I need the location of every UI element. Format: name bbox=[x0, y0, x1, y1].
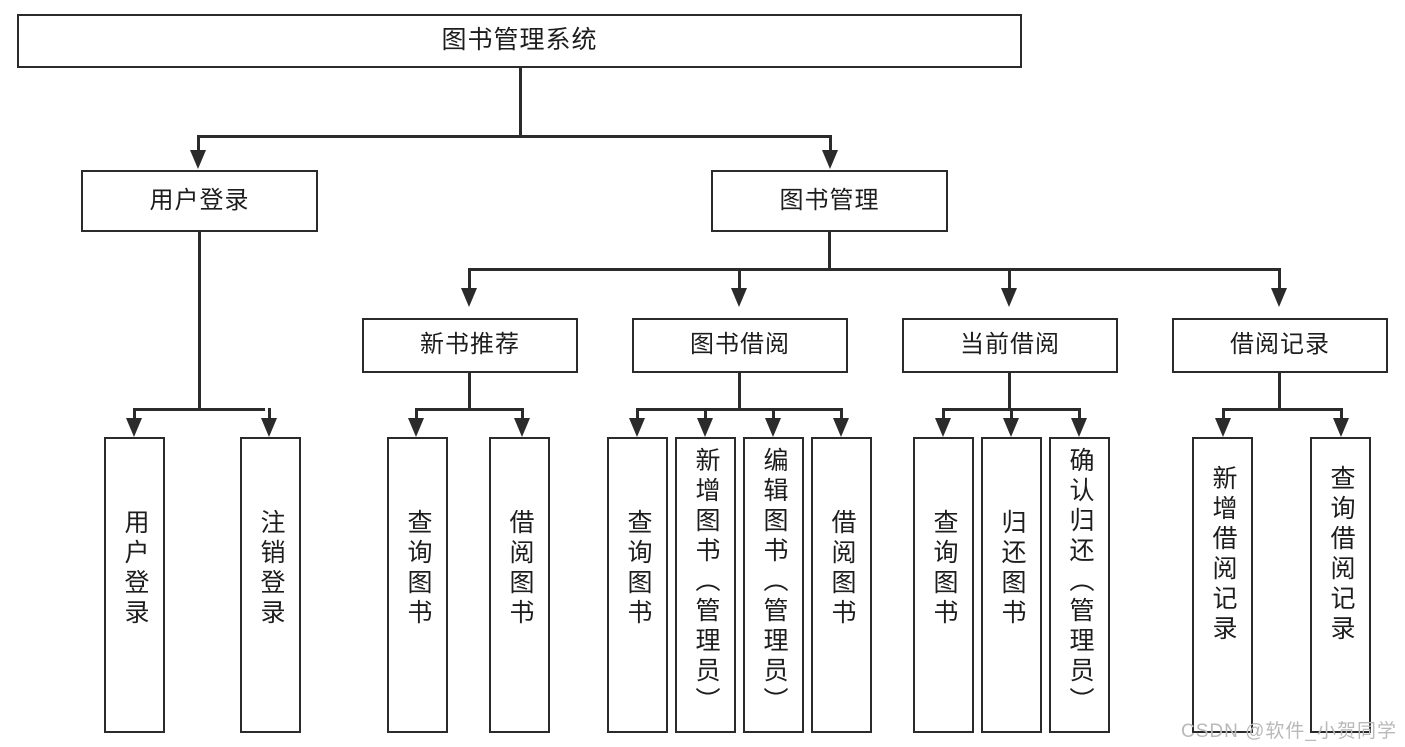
arrow-to-borrow-record bbox=[1271, 288, 1287, 307]
leaf-query-book-borrow[interactable]: 查询图书 bbox=[607, 437, 668, 733]
arrow-to-leaf-c2 bbox=[1003, 418, 1019, 437]
node-label: 用户登录 bbox=[149, 186, 250, 214]
edge-book-manage-stem bbox=[828, 232, 831, 270]
arrow-to-book-manage bbox=[822, 150, 838, 169]
leaf-query-borrow-record[interactable]: 查询借阅记录 bbox=[1310, 437, 1371, 733]
node-label: 图书借阅 bbox=[690, 331, 790, 359]
arrow-to-current-borrow bbox=[1001, 288, 1017, 307]
edge-bus-user-login bbox=[133, 408, 265, 411]
edge-current-borrow-stem bbox=[1008, 373, 1011, 410]
node-label: 图书管理 bbox=[779, 186, 880, 214]
edge-drop-leaf-b1 bbox=[636, 408, 639, 420]
edge-root-stem bbox=[519, 68, 522, 135]
edge-drop-leaf-n2 bbox=[521, 408, 524, 420]
leaf-user-login[interactable]: 用户登录 bbox=[104, 437, 165, 733]
node-book-borrow[interactable]: 图书借阅 bbox=[632, 318, 848, 373]
leaf-label: 查询图书 bbox=[930, 509, 958, 629]
arrow-to-leaf-b3 bbox=[765, 418, 781, 437]
leaf-add-borrow-record[interactable]: 新增借阅记录 bbox=[1192, 437, 1253, 733]
node-borrow-record[interactable]: 借阅记录 bbox=[1172, 318, 1388, 373]
edge-bus-book-borrow bbox=[636, 408, 842, 411]
edge-drop-leaf-c2 bbox=[1010, 408, 1013, 420]
edge-drop-borrow-record bbox=[1278, 268, 1281, 290]
leaf-borrow-book-recommend[interactable]: 借阅图书 bbox=[489, 437, 550, 733]
edge-drop-user-login bbox=[197, 135, 200, 153]
edge-drop-current-borrow bbox=[1008, 268, 1011, 290]
leaf-return-book[interactable]: 归还图书 bbox=[981, 437, 1042, 733]
node-label: 当前借阅 bbox=[960, 331, 1060, 359]
leaf-label: 借阅图书 bbox=[828, 509, 856, 629]
arrow-to-leaf-r2 bbox=[1333, 418, 1349, 437]
arrow-to-leaf-b4 bbox=[833, 418, 849, 437]
leaf-label: 归还图书 bbox=[998, 509, 1026, 629]
leaf-query-book-recommend[interactable]: 查询图书 bbox=[387, 437, 448, 733]
edge-borrow-record-stem bbox=[1278, 373, 1281, 410]
leaf-label: 借阅图书 bbox=[506, 509, 534, 629]
edge-drop-leaf-b3 bbox=[772, 408, 775, 420]
leaf-query-book-current[interactable]: 查询图书 bbox=[913, 437, 974, 733]
node-label: 借阅记录 bbox=[1230, 331, 1330, 359]
arrow-to-leaf-r1 bbox=[1215, 418, 1231, 437]
leaf-label: 新增借阅记录 bbox=[1209, 465, 1237, 645]
edge-drop-leaf-r2 bbox=[1340, 408, 1343, 420]
leaf-borrow-book[interactable]: 借阅图书 bbox=[811, 437, 872, 733]
leaf-label: 查询借阅记录 bbox=[1327, 465, 1355, 645]
arrow-to-user-login bbox=[190, 150, 206, 169]
node-new-book-recommend[interactable]: 新书推荐 bbox=[362, 318, 578, 373]
edge-drop-leaf-b4 bbox=[840, 408, 843, 420]
node-current-borrow[interactable]: 当前借阅 bbox=[902, 318, 1118, 373]
edge-bus-level3 bbox=[468, 268, 1280, 271]
arrow-to-leaf-n1 bbox=[408, 418, 424, 437]
arrow-to-leaf-b1 bbox=[629, 418, 645, 437]
edge-drop-leaf-r1 bbox=[1222, 408, 1225, 420]
leaf-label: 用户登录 bbox=[121, 509, 149, 629]
node-label: 图书管理系统 bbox=[441, 26, 598, 55]
edge-user-login-stem bbox=[198, 232, 201, 410]
edge-drop-leaf-c1 bbox=[942, 408, 945, 420]
edge-drop-book-borrow bbox=[738, 268, 741, 290]
leaf-label: 查询图书 bbox=[404, 509, 432, 629]
edge-bus-borrow-record bbox=[1222, 408, 1340, 411]
leaf-label: 编辑图书（管理员） bbox=[760, 447, 788, 717]
arrow-to-leaf-n2 bbox=[514, 418, 530, 437]
arrow-to-leaf-u1 bbox=[126, 418, 142, 437]
arrow-to-book-borrow bbox=[731, 288, 747, 307]
arrow-to-new-book bbox=[461, 288, 477, 307]
leaf-add-book-admin[interactable]: 新增图书（管理员） bbox=[675, 437, 736, 733]
edge-drop-leaf-n1 bbox=[415, 408, 418, 420]
node-label: 新书推荐 bbox=[420, 331, 520, 359]
leaf-label: 新增图书（管理员） bbox=[692, 447, 720, 717]
leaf-label: 查询图书 bbox=[624, 509, 652, 629]
edge-drop-leaf-u1 bbox=[133, 408, 136, 420]
edge-drop-new-book bbox=[468, 268, 471, 290]
leaf-logout[interactable]: 注销登录 bbox=[240, 437, 301, 733]
leaf-edit-book-admin[interactable]: 编辑图书（管理员） bbox=[743, 437, 804, 733]
leaf-label: 确认归还（管理员） bbox=[1066, 447, 1094, 717]
edge-book-borrow-stem bbox=[738, 373, 741, 410]
edge-new-book-stem bbox=[468, 373, 471, 410]
node-root-system[interactable]: 图书管理系统 bbox=[17, 14, 1022, 68]
edge-bus-level1 bbox=[197, 135, 832, 138]
edge-drop-leaf-b2 bbox=[704, 408, 707, 420]
arrow-to-leaf-u2 bbox=[261, 418, 277, 437]
edge-bus-new-book bbox=[415, 408, 523, 411]
leaf-label: 注销登录 bbox=[257, 509, 285, 629]
edge-drop-book-manage bbox=[829, 135, 832, 153]
arrow-to-leaf-b2 bbox=[697, 418, 713, 437]
leaf-confirm-return-admin[interactable]: 确认归还（管理员） bbox=[1049, 437, 1110, 733]
node-user-login[interactable]: 用户登录 bbox=[81, 170, 318, 232]
node-book-manage[interactable]: 图书管理 bbox=[711, 170, 948, 232]
edge-drop-leaf-c3 bbox=[1078, 408, 1081, 420]
edge-drop-leaf-u2 bbox=[268, 408, 271, 420]
arrow-to-leaf-c1 bbox=[935, 418, 951, 437]
arrow-to-leaf-c3 bbox=[1071, 418, 1087, 437]
